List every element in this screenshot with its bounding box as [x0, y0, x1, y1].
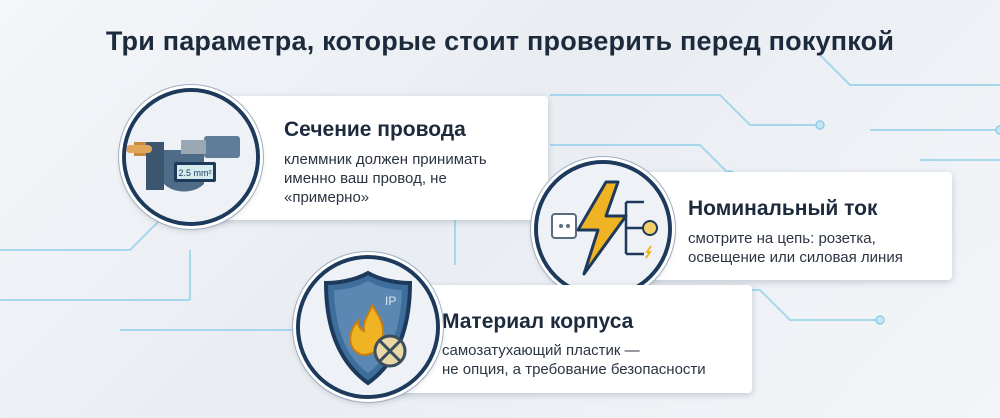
card-description: смотрите на цепь: розетка, освещение или… [688, 230, 903, 266]
lightning-circuit-icon [534, 160, 672, 298]
card-title: Номинальный ток [688, 197, 878, 220]
page-title: Три параметра, которые стоит проверить п… [105, 26, 895, 56]
readout-text: 2.5 mm² [178, 168, 211, 178]
ip-badge-text: IP [385, 294, 396, 308]
card-description: самозатухающий пластик — не опция, а тре… [442, 342, 706, 378]
card-title: Материал корпуса [442, 310, 634, 333]
card-description: клеммник должен принимать именно ваш про… [284, 151, 487, 206]
card-title: Сечение провода [284, 118, 466, 141]
micrometer-icon: 2.5 mm² [122, 88, 260, 226]
shield-flame-icon: IP [296, 255, 440, 399]
